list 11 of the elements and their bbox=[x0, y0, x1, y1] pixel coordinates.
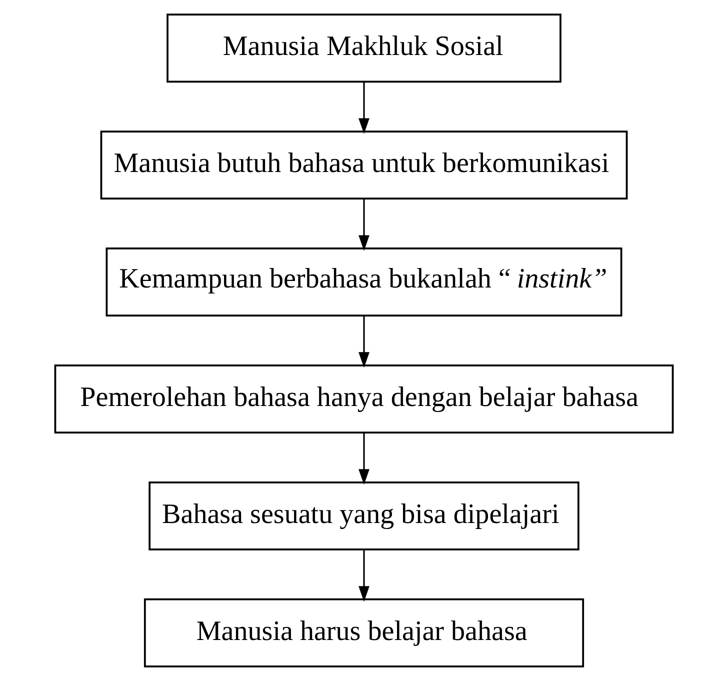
node-box: Bahasa sesuatu yang bisa dipelajari bbox=[148, 481, 580, 550]
arrow bbox=[358, 316, 370, 368]
arrow bbox=[358, 550, 370, 602]
node-box: Manusia Makhluk Sosial bbox=[166, 14, 562, 83]
arrow bbox=[358, 432, 370, 485]
arrow bbox=[358, 82, 370, 134]
node-box: Manusia harus belajar bahasa bbox=[144, 598, 584, 668]
node-box: Kemampuan berbahasa bukanlah “instink” bbox=[106, 248, 622, 316]
arrow bbox=[358, 198, 370, 251]
node-box: Manusia butuh bahasa untuk berkomunikasi bbox=[100, 130, 628, 200]
node-box: Pemerolehan bahasa hanya dengan belajar bahasa bbox=[54, 364, 674, 434]
